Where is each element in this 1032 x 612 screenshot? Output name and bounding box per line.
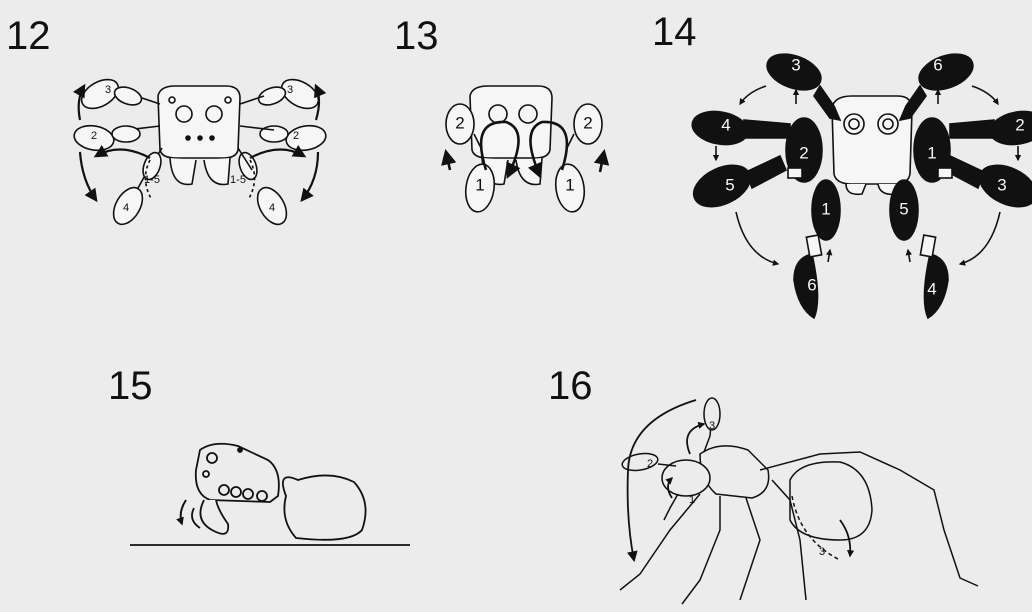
fig12-leg-label-3-right: 3 — [287, 84, 293, 96]
fig16-label-3-gaster: 3 — [819, 546, 825, 558]
fig14-leg-label-5-left: 5 — [725, 175, 734, 194]
fig16-label-2: 2 — [647, 458, 653, 470]
figure-14-spider-front-view — [687, 47, 1032, 318]
fig13-leg-label-2-left: 2 — [455, 113, 464, 132]
fig12-palp-label-right: 1-5 — [230, 174, 246, 186]
fig16-label-3-antenna: 3 — [709, 420, 715, 432]
fig14-leg-label-1-right: 1 — [927, 143, 936, 162]
fig14-leg-label-3-left: 3 — [791, 55, 800, 74]
fig14-leg-label-4-bottom-right: 4 — [927, 279, 936, 298]
fig14-leg-label-6-bottom-left: 6 — [807, 275, 816, 294]
fig14-leg-label-3-right: 3 — [997, 175, 1006, 194]
fig13-leg-label-1-right: 1 — [565, 175, 574, 194]
fig13-leg-label-1-left: 1 — [475, 175, 484, 194]
fig12-leg-label-3-left: 3 — [105, 84, 111, 96]
figure-15-spider-side-view — [130, 444, 410, 545]
fig12-leg-label-4-left: 4 — [123, 202, 129, 214]
fig14-leg-label-4-left: 4 — [721, 115, 730, 134]
fig16-label-1: 1 — [689, 494, 695, 506]
fig14-leg-label-1-left: 1 — [821, 199, 830, 218]
figure-15-arrows — [181, 500, 186, 524]
fig12-leg-label-2-left: 2 — [91, 130, 97, 142]
fig12-leg-label-4-right: 4 — [269, 202, 275, 214]
fig14-leg-label-2-right: 2 — [1015, 115, 1024, 134]
fig14-leg-label-6-right: 6 — [933, 55, 942, 74]
figure-13-spider-front-view — [446, 86, 602, 214]
fig12-palp-label-left: 1-5 — [144, 174, 160, 186]
fig13-leg-label-2-right: 2 — [583, 113, 592, 132]
fig14-leg-label-5-right: 5 — [899, 199, 908, 218]
fig12-leg-label-2-right: 2 — [293, 130, 299, 142]
figure-16-ant-side-view — [620, 398, 978, 604]
fig14-leg-label-2-left: 2 — [799, 143, 808, 162]
